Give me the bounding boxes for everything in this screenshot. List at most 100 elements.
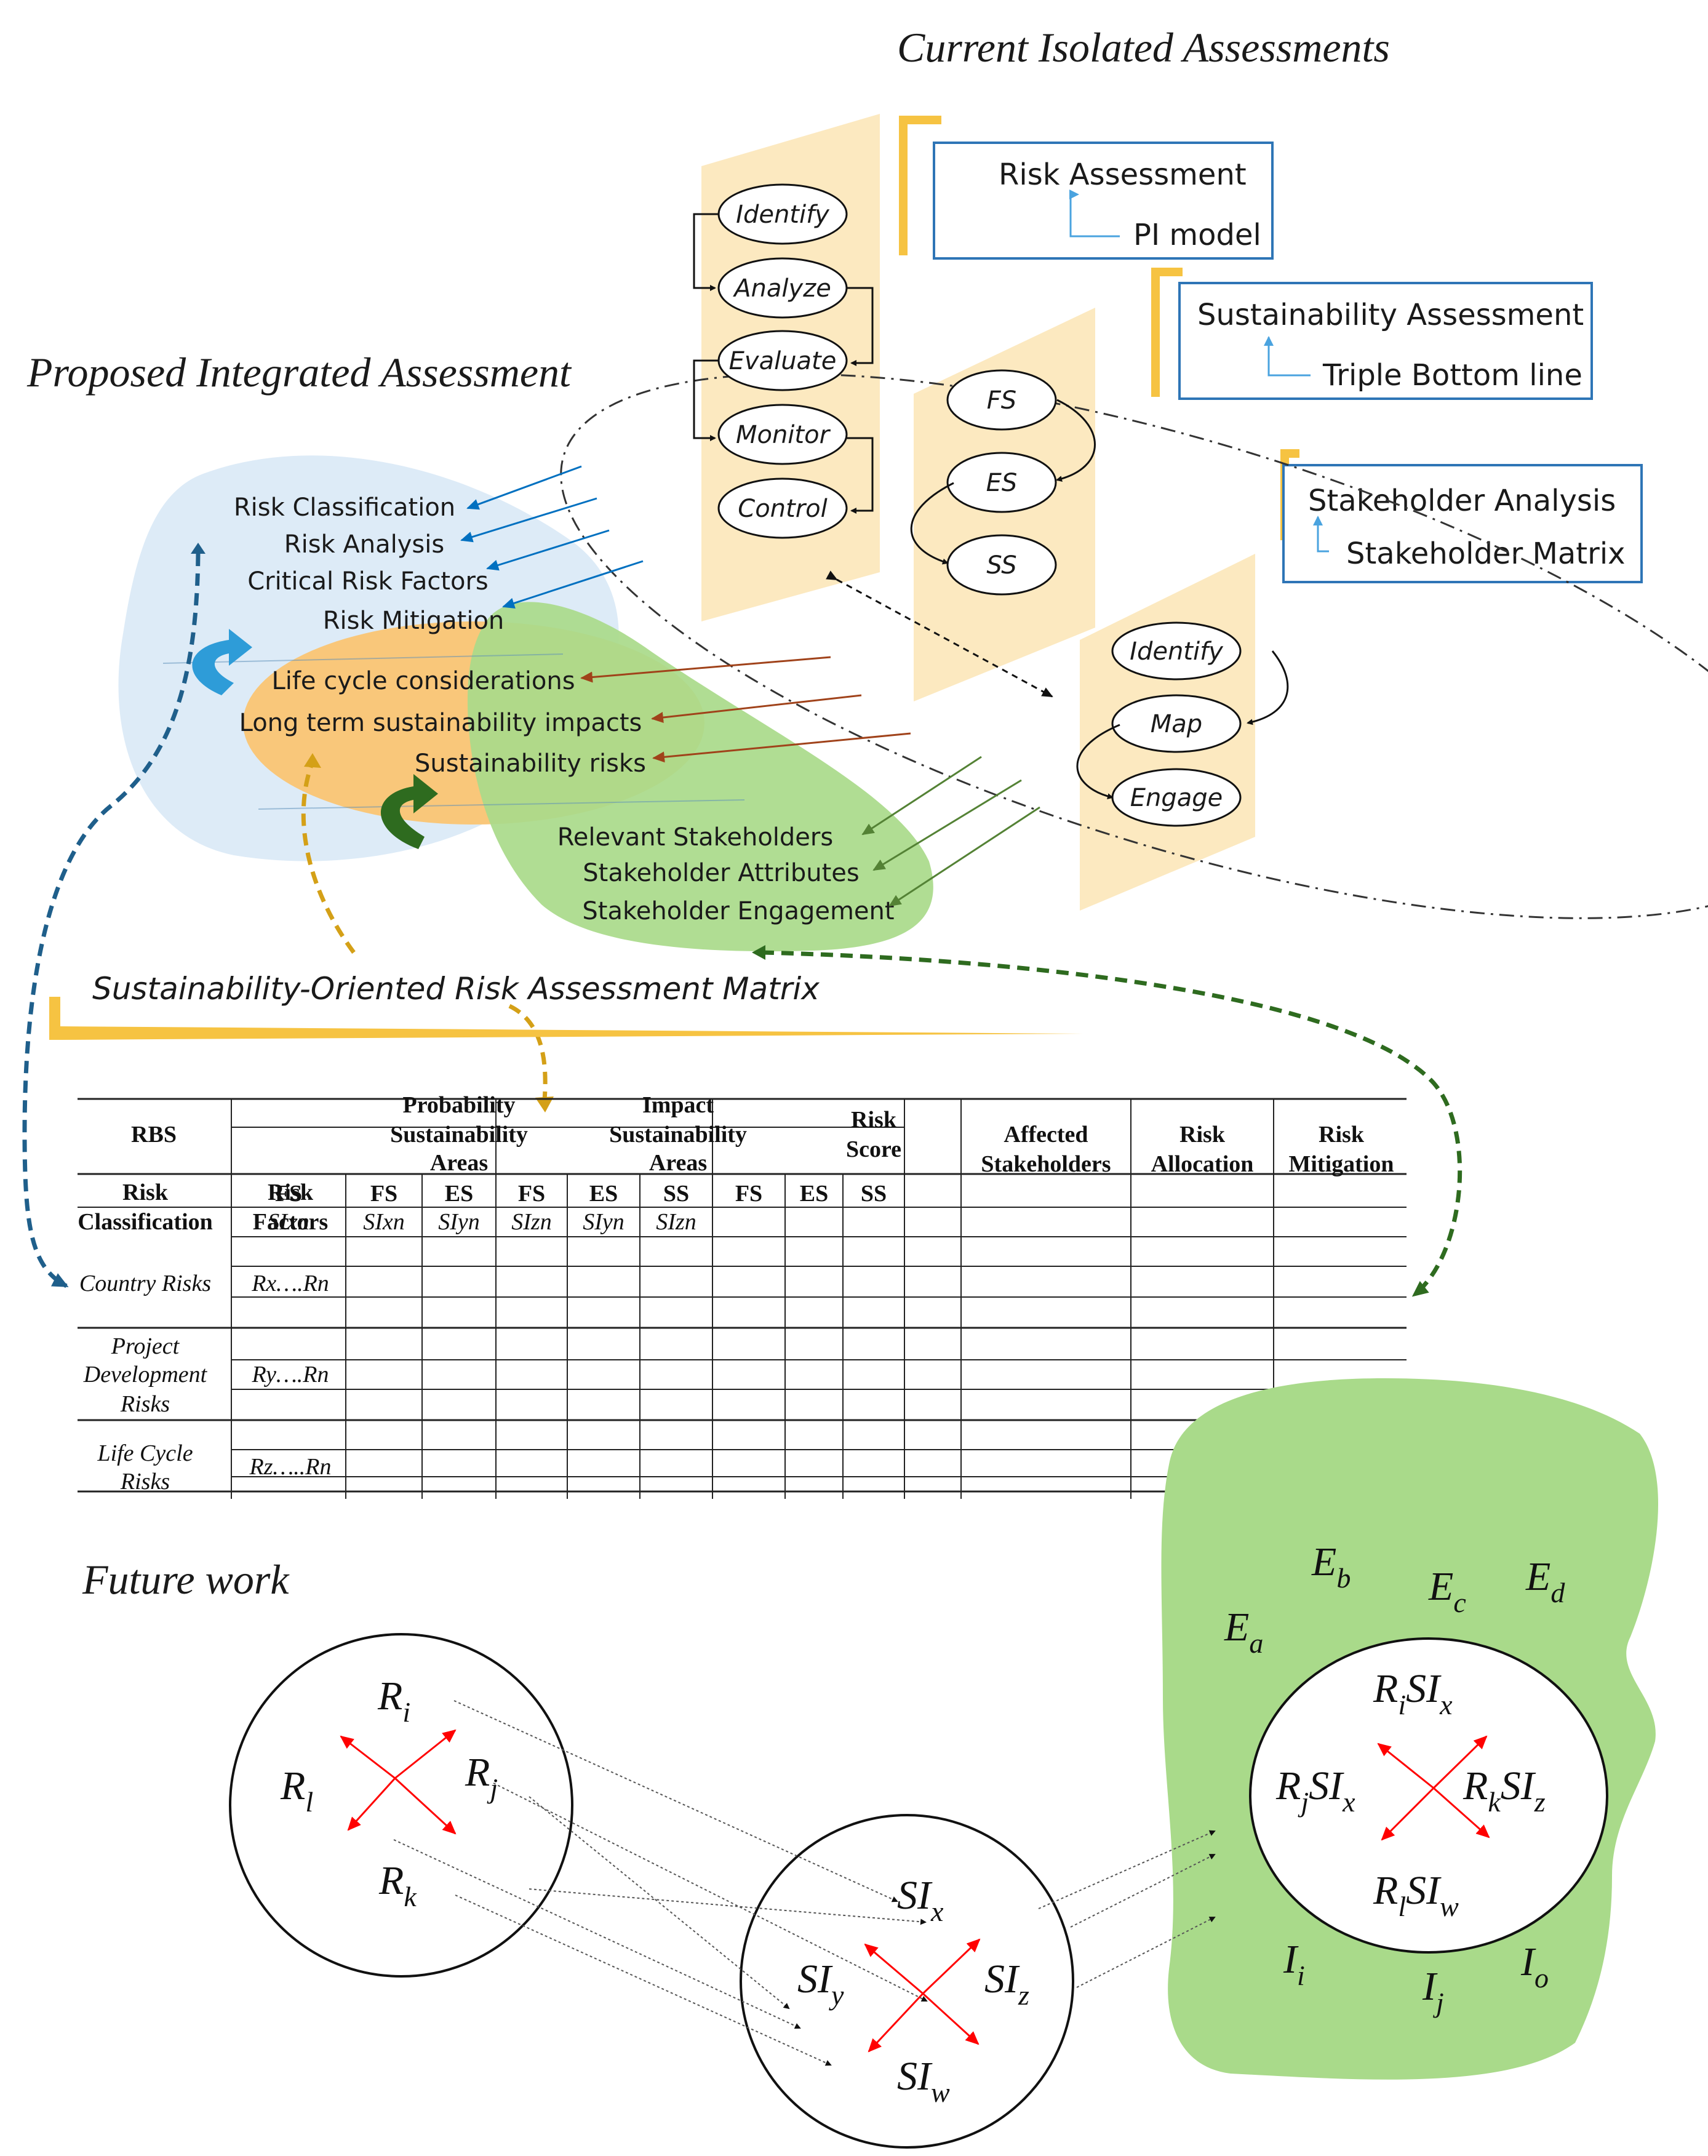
incoming-brown-arrows	[580, 656, 911, 763]
title-current-isolated: Current Isolated Assessments	[897, 24, 1390, 71]
incoming-green-arrows	[861, 756, 1040, 907]
risk-step-control-shape	[717, 477, 848, 539]
integrated-sus-item: Sustainability risks	[415, 749, 646, 778]
table-header-factors-2: Factors	[253, 1209, 328, 1235]
risk-step-control-label: Control	[738, 495, 827, 523]
sus-step-es-label: ES	[986, 469, 1018, 497]
stakeholder-analysis-title: Stakeholder Analysis	[1308, 484, 1616, 518]
combined-label-lw: RlSIw	[1373, 1868, 1459, 1922]
risk-label-i: Ri	[377, 1674, 410, 1728]
sus-step-fs: FS	[946, 369, 1057, 431]
sus-step-fs-shape	[946, 369, 1057, 431]
table-header-factors-1: Risk	[268, 1180, 314, 1205]
risk-step-identify-label: Identify	[736, 201, 830, 229]
combined-circle	[1249, 1637, 1608, 1954]
si-label-x: SIx	[897, 1873, 944, 1927]
table-row-classification: Project	[111, 1333, 180, 1359]
table-header-rbs: RBS	[131, 1122, 177, 1148]
stakeholder-analysis-box: Stakeholder Analysis Stakeholder Matrix	[1282, 464, 1643, 583]
stakeholder-process-connectors	[1076, 650, 1289, 800]
cycle-arrow-green	[380, 774, 438, 849]
si-label-w: SIw	[897, 2054, 950, 2108]
integrated-risk-item: Risk Analysis	[284, 530, 444, 559]
table-header-affected-1: Affected	[1004, 1122, 1088, 1148]
table-row-classification: Country Risks	[79, 1271, 211, 1296]
integrated-stake-item: Relevant Stakeholders	[557, 823, 833, 852]
table-impact-col: SS	[663, 1181, 689, 1207]
integrated-stake-item: Stakeholder Engagement	[582, 897, 894, 925]
table-header-risk-score-2: Score	[846, 1136, 901, 1162]
env-e-label-b: Eb	[1311, 1539, 1351, 1594]
table-row-factors: Ry….Rn	[252, 1362, 329, 1387]
sus-step-fs-label: FS	[987, 386, 1016, 415]
risk-step-analyze: Analyze	[717, 257, 848, 319]
risk-matrix-table: RBSProbabilitySustainabilityAreasImpactS…	[78, 1092, 1407, 1499]
stake-step-map-label: Map	[1151, 710, 1202, 738]
integrated-sus-item: Life cycle considerations	[271, 667, 575, 695]
table-header-allocation-2: Allocation	[1151, 1151, 1254, 1177]
gold-arrow-head-up	[304, 753, 321, 768]
risk-step-evaluate: Evaluate	[717, 330, 848, 391]
table-row-classification: Development	[83, 1362, 208, 1387]
risk-step-control: Control	[717, 477, 848, 539]
stake-step-map-shape	[1111, 694, 1242, 753]
table-row-classification: Risks	[120, 1391, 170, 1417]
sus-step-es-shape	[946, 452, 1057, 513]
risk-circle	[229, 1633, 573, 1978]
bracket-risk	[899, 116, 941, 255]
integrated-sus-item: Long term sustainability impacts	[239, 709, 642, 737]
sustainability-process-connectors	[910, 399, 1096, 565]
table-row-classification: Life Cycle	[97, 1440, 193, 1466]
title-matrix: Sustainability-Oriented Risk Assessment …	[92, 971, 820, 1007]
table-prob-si: SIxn	[363, 1209, 405, 1235]
risk-label-l: Rl	[280, 1763, 313, 1818]
table-impact-si: SIzn	[511, 1209, 551, 1235]
table-impact-si: SIzn	[656, 1209, 696, 1235]
risk-step-monitor-label: Monitor	[736, 421, 831, 449]
integrated-stake-item: Stakeholder Attributes	[583, 859, 860, 887]
table-header-classification-1: Risk	[122, 1180, 169, 1205]
table-row-factors: Rx….Rn	[251, 1271, 329, 1296]
navy-arrow-start-head	[191, 543, 206, 554]
table-score-col: SS	[861, 1181, 887, 1207]
risk-cross-arrows	[340, 1729, 457, 1835]
table-prob-si: SIyn	[438, 1209, 480, 1235]
combined-cross-arrows	[1377, 1735, 1490, 1841]
dashed-arrow-dark-green	[761, 950, 1463, 1297]
table-impact-col: ES	[589, 1181, 618, 1207]
table-prob-si: SIxn	[268, 1209, 309, 1235]
integrated-risk-item: Critical Risk Factors	[247, 567, 489, 596]
env-e-label-a: Ea	[1224, 1605, 1263, 1659]
stakeholder-matrix-label: Stakeholder Matrix	[1346, 537, 1626, 571]
risk-step-analyze-label: Analyze	[732, 274, 831, 303]
table-row-classification: Risks	[120, 1469, 170, 1495]
risk-assessment-title: Risk Assessment	[999, 158, 1247, 192]
sus-step-ss-shape	[946, 534, 1057, 596]
link-double-arrow	[826, 570, 1053, 698]
combined-label-jx: RjSIx	[1275, 1763, 1355, 1818]
table-prob-col: FS	[275, 1181, 302, 1207]
table-row-factors: Rz…..Rn	[249, 1454, 332, 1480]
env-e-label-d: Ed	[1525, 1554, 1565, 1608]
matrix-title-underline	[49, 997, 1083, 1040]
stake-step-engage: Engage	[1111, 768, 1242, 827]
env-i-label-o: Io	[1520, 1939, 1549, 1994]
table-impact-si: SIyn	[583, 1209, 625, 1235]
si-circle	[740, 1814, 1074, 2149]
sustainability-assessment-title: Sustainability Assessment	[1197, 298, 1584, 332]
table-header-impact-areas-2: Areas	[649, 1150, 707, 1176]
risk-step-monitor: Monitor	[717, 404, 848, 465]
cycle-arrow-blue	[192, 629, 252, 695]
pi-model-label: PI model	[1133, 218, 1261, 252]
table-impact-col: FS	[518, 1181, 545, 1207]
mapping-arrows	[393, 1700, 1216, 2066]
